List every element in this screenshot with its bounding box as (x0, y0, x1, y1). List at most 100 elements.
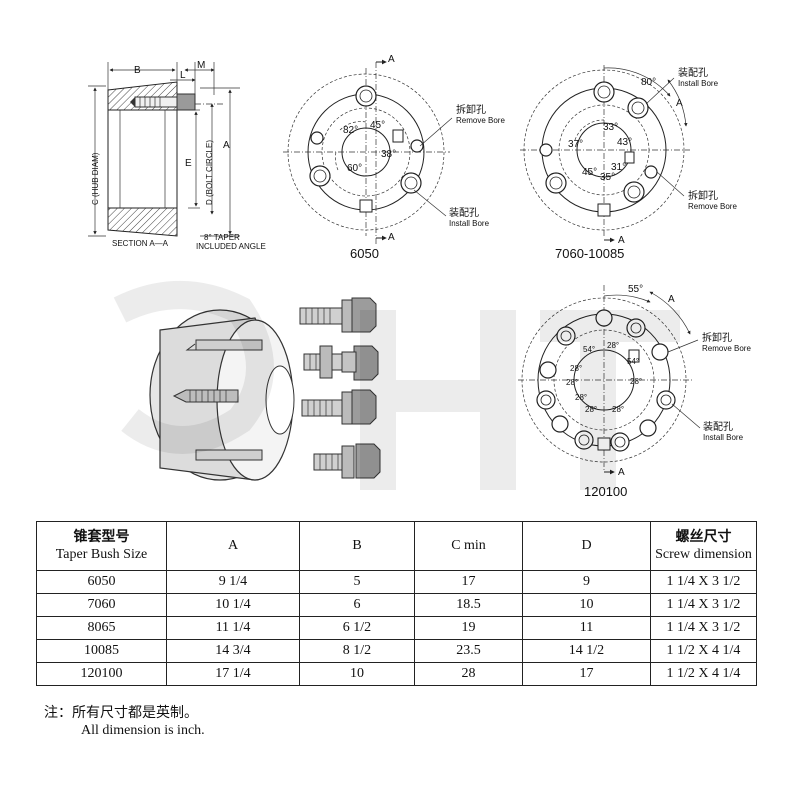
section-mark-7060-bottom: A (618, 235, 625, 246)
cell-screw: 1 1/4 X 3 1/2 (650, 616, 757, 640)
view-6050: 82° 45° 60° 38° A A 拆卸孔 Remove Bore 装配孔 … (283, 54, 505, 261)
section-mark-6050-bottom: A (388, 232, 395, 243)
angle-7060-80: 80° (641, 77, 656, 88)
header-d: D (522, 521, 651, 571)
cell-size: 120100 (36, 662, 167, 686)
angle-120100-28d: 28° (566, 378, 578, 387)
section-caption: SECTION A—A (112, 239, 169, 248)
technical-drawings: B M L A E D (BOLT CIRCLE) C (HUB (88, 54, 751, 499)
cell-c: 23.5 (414, 639, 523, 663)
angle-7060-37: 37° (568, 139, 583, 150)
remove-bore-120100-en: Remove Bore (702, 344, 751, 353)
view-120100: 55° 54° 28° 54° 28° 28° 28° 28° 28° 28° … (518, 284, 751, 499)
screw-2 (303, 345, 379, 381)
section-mark-7060-side: A (676, 98, 683, 109)
remove-bore-6050-cn: 拆卸孔 (456, 103, 486, 116)
cell-d: 10 (522, 593, 651, 617)
cell-a: 17 1/4 (166, 662, 300, 686)
header-a: A (166, 521, 300, 571)
spec-table: 锥套型号 Taper Bush Size A B C min D 螺丝尺寸 Sc… (36, 521, 757, 686)
footnote-en: All dimension is inch. (81, 723, 205, 738)
cell-c: 17 (414, 570, 523, 594)
taper-label: 8° TAPER (204, 233, 240, 242)
section-view: B M L A E D (BOLT CIRCLE) C (HUB (88, 60, 266, 251)
cell-a: 10 1/4 (166, 593, 300, 617)
dim-m-label: M (197, 60, 205, 71)
cell-size: 6050 (36, 570, 167, 594)
view-7060-title: 7060-10085 (555, 246, 624, 261)
header-screw-en: Screw dimension (655, 546, 752, 562)
cell-b: 8 1/2 (299, 639, 415, 663)
angle-7060-31: 31° (611, 162, 626, 173)
table-row: 8065 11 1/4 6 1/2 19 11 1 1/4 X 3 1/2 (36, 616, 757, 640)
section-mark-6050-top: A (388, 54, 395, 65)
section-mark-120100-side: A (668, 294, 675, 305)
header-screw-cn: 螺丝尺寸 (675, 528, 732, 545)
cell-d: 9 (522, 570, 651, 594)
cell-b: 5 (299, 570, 415, 594)
cell-size: 7060 (36, 593, 167, 617)
cell-size: 8065 (36, 616, 167, 640)
dim-l-label: L (180, 70, 186, 81)
table-header-row: 锥套型号 Taper Bush Size A B C min D 螺丝尺寸 Sc… (36, 521, 757, 571)
angle-120100-28f: 28° (585, 405, 597, 414)
header-size-cn: 锥套型号 (73, 528, 130, 545)
header-size: 锥套型号 Taper Bush Size (36, 521, 167, 571)
install-bore-120100-en: Install Bore (703, 433, 744, 442)
cell-screw: 1 1/2 X 4 1/4 (650, 662, 757, 686)
screw-1 (299, 297, 377, 333)
remove-bore-7060-en: Remove Bore (688, 202, 737, 211)
remove-bore-120100-cn: 拆卸孔 (702, 331, 732, 344)
screw-3 (301, 389, 377, 425)
dim-b-label: B (134, 65, 141, 76)
cell-c: 18.5 (414, 593, 523, 617)
cell-a: 9 1/4 (166, 570, 300, 594)
angle-6050-45: 45° (370, 120, 385, 131)
cell-screw: 1 1/4 X 3 1/2 (650, 570, 757, 594)
cell-a: 14 3/4 (166, 639, 300, 663)
cell-d: 17 (522, 662, 651, 686)
cell-screw: 1 1/4 X 3 1/2 (650, 593, 757, 617)
taper-bush-render (149, 297, 381, 481)
angle-7060-43: 43° (617, 137, 632, 148)
header-c: C min (414, 521, 523, 571)
angle-7060-45: 45° (582, 167, 597, 178)
cell-a: 11 1/4 (166, 616, 300, 640)
dim-c-label: C (HUB DIAM) (91, 152, 100, 205)
header-size-en: Taper Bush Size (55, 546, 148, 562)
install-bore-6050-cn: 装配孔 (449, 206, 479, 219)
header-screw: 螺丝尺寸 Screw dimension (650, 521, 757, 571)
footnote-cn: 注：所有尺寸都是英制。 (44, 705, 198, 721)
footnote: 注：所有尺寸都是英制。 All dimension is inch. (44, 704, 205, 740)
cell-d: 14 1/2 (522, 639, 651, 663)
angle-7060-35: 35° (600, 172, 615, 183)
view-120100-title: 120100 (584, 484, 627, 499)
table-row: 6050 9 1/4 5 17 9 1 1/4 X 3 1/2 (36, 570, 757, 594)
taper-angle-label: INCLUDED ANGLE (196, 242, 266, 251)
install-bore-120100-cn: 装配孔 (703, 420, 733, 433)
install-bore-7060-cn: 装配孔 (678, 66, 708, 79)
cell-b: 6 (299, 593, 415, 617)
dim-a-label: A (223, 140, 230, 151)
angle-120100-28a: 28° (607, 341, 619, 350)
cell-c: 28 (414, 662, 523, 686)
install-bore-7060-en: Install Bore (678, 79, 719, 88)
angle-6050-82: 82° (343, 125, 358, 136)
remove-bore-6050-en: Remove Bore (456, 116, 505, 125)
angle-120100-55: 55° (628, 284, 643, 295)
dim-e-label: E (185, 158, 192, 169)
cell-c: 19 (414, 616, 523, 640)
cell-size: 10085 (36, 639, 167, 663)
view-6050-title: 6050 (350, 246, 379, 261)
cell-d: 11 (522, 616, 651, 640)
angle-120100-54b: 54° (627, 357, 639, 366)
angle-6050-60: 60° (347, 163, 362, 174)
section-mark-120100-bottom: A (618, 467, 625, 478)
cell-screw: 1 1/2 X 4 1/4 (650, 639, 757, 663)
angle-120100-54a: 54° (583, 345, 595, 354)
angle-120100-28g: 28° (612, 405, 624, 414)
table-row: 7060 10 1/4 6 18.5 10 1 1/4 X 3 1/2 (36, 593, 757, 617)
remove-bore-7060-cn: 拆卸孔 (688, 189, 718, 202)
table-row: 10085 14 3/4 8 1/2 23.5 14 1/2 1 1/2 X 4… (36, 639, 757, 663)
angle-120100-28c: 28° (630, 377, 642, 386)
